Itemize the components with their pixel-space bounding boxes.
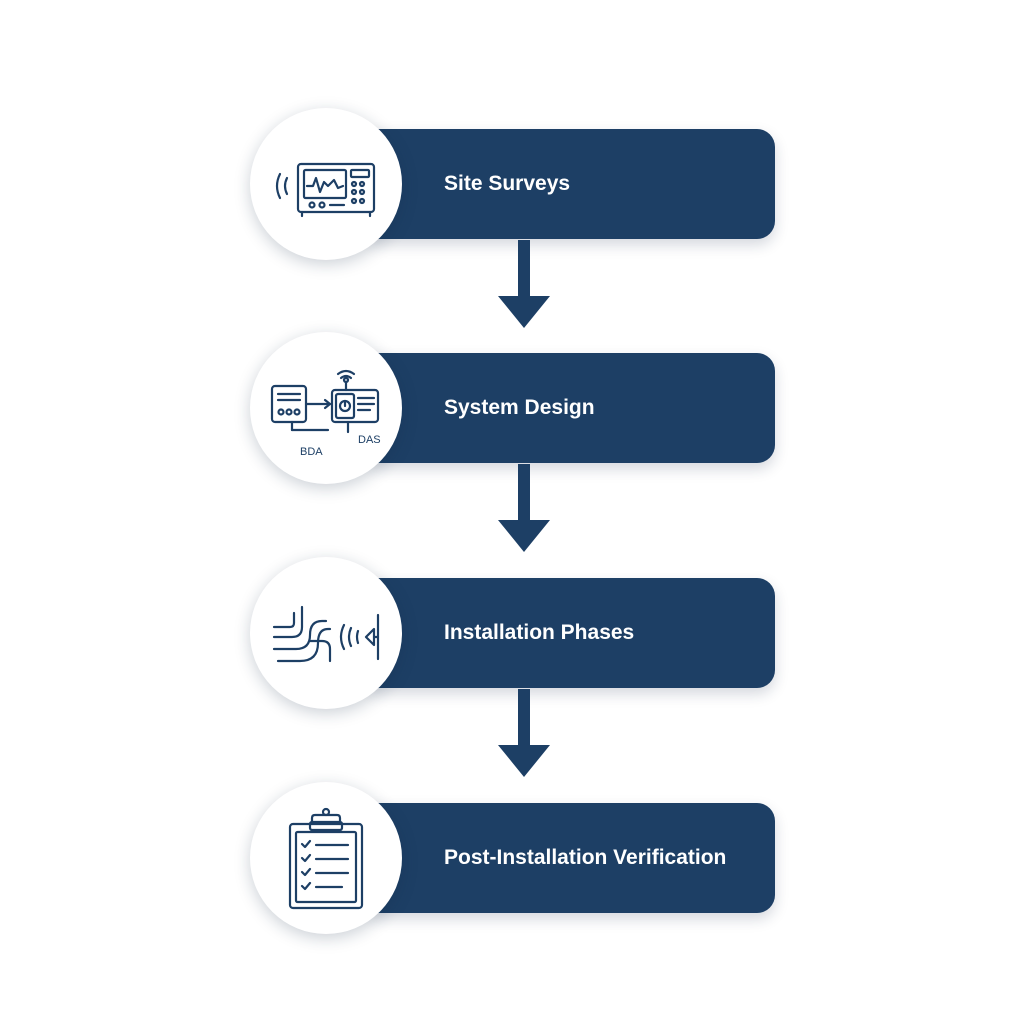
- flow-arrow: [498, 240, 550, 330]
- step-bar-site-surveys: Site Surveys: [372, 129, 775, 239]
- step-icon-circle: [250, 557, 402, 709]
- cabling-antenna-icon: [272, 605, 380, 663]
- icon-label-right: DAS: [358, 434, 381, 446]
- step-label: Post-Installation Verification: [444, 846, 727, 869]
- signal-analyzer-icon: [275, 162, 376, 218]
- step-label: Installation Phases: [444, 621, 635, 644]
- step-bar-post-installation-verification: Post-Installation Verification: [372, 803, 775, 913]
- flow-arrow: [498, 689, 550, 779]
- step-label: Site Surveys: [444, 172, 571, 195]
- bda-das-diagram-icon: BDA DAS: [270, 369, 381, 458]
- icon-label-left: BDA: [300, 446, 323, 458]
- step-icon-circle: [250, 108, 402, 260]
- step-label: System Design: [444, 396, 595, 419]
- flow-arrow: [498, 464, 550, 554]
- step-icon-circle: [250, 782, 402, 934]
- step-bar-system-design: System Design: [372, 353, 775, 463]
- step-bar-installation-phases: Installation Phases: [372, 578, 775, 688]
- checklist-clipboard-icon: [288, 807, 364, 910]
- step-icon-circle: BDA DAS: [250, 332, 402, 484]
